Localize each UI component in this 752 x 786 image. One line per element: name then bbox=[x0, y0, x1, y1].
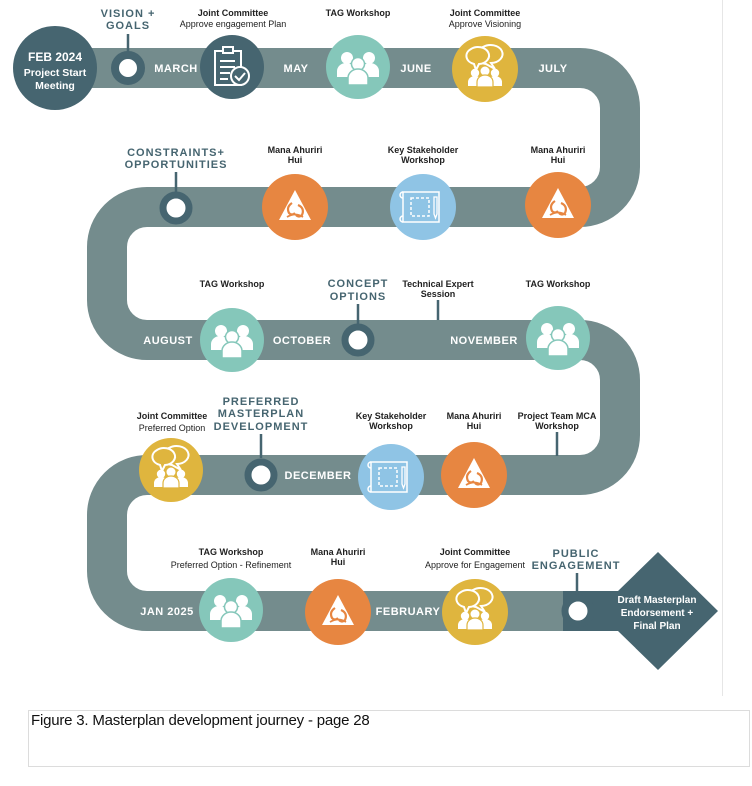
svg-text:Workshop: Workshop bbox=[401, 155, 445, 165]
svg-text:Hui: Hui bbox=[467, 421, 482, 431]
end-label-line2: Endorsement + bbox=[621, 608, 694, 619]
figure-caption: Figure 3. Masterplan development journey… bbox=[31, 712, 370, 729]
svg-text:Project Team MCA: Project Team MCA bbox=[518, 411, 597, 421]
event-mana-ahuriri-hui-4: Mana Ahuriri Hui bbox=[305, 547, 371, 645]
start-label-line3: Meeting bbox=[35, 80, 75, 92]
svg-text:CONCEPT: CONCEPT bbox=[328, 278, 389, 290]
page-edge-line bbox=[722, 0, 723, 696]
phase-constraints-opportunities: CONSTRAINTS+ OPPORTUNITIES bbox=[125, 147, 228, 225]
month-june: JUNE bbox=[400, 63, 431, 75]
svg-text:Mana Ahuriri: Mana Ahuriri bbox=[311, 547, 366, 557]
start-label-line1: FEB 2024 bbox=[28, 50, 82, 64]
month-december: DECEMBER bbox=[285, 470, 352, 482]
event-mana-ahuriri-hui-1: Mana Ahuriri Hui bbox=[262, 145, 328, 240]
event-tag-workshop-4: TAG Workshop Preferred Option - Refineme… bbox=[171, 547, 292, 642]
end-label-line3: Final Plan bbox=[633, 621, 680, 632]
svg-text:Workshop: Workshop bbox=[369, 421, 413, 431]
svg-text:Preferred Option: Preferred Option bbox=[139, 423, 206, 433]
svg-text:TAG Workshop: TAG Workshop bbox=[200, 279, 265, 289]
milestone-ring bbox=[159, 191, 193, 225]
svg-text:Mana Ahuriri: Mana Ahuriri bbox=[531, 145, 586, 155]
month-november: NOVEMBER bbox=[450, 335, 518, 347]
event-key-stakeholder-workshop-2: Key Stakeholder Workshop bbox=[356, 411, 427, 510]
svg-text:Approve for Engagement: Approve for Engagement bbox=[425, 560, 526, 570]
svg-text:MASTERPLAN: MASTERPLAN bbox=[218, 408, 304, 420]
svg-text:Joint Committee: Joint Committee bbox=[198, 8, 269, 18]
month-july: JULY bbox=[538, 63, 567, 75]
svg-text:OPPORTUNITIES: OPPORTUNITIES bbox=[125, 159, 228, 171]
start-label-line2: Project Start bbox=[24, 67, 87, 79]
svg-text:Hui: Hui bbox=[331, 557, 346, 567]
event-tag-workshop-2: TAG Workshop bbox=[200, 279, 265, 372]
svg-text:Mana Ahuriri: Mana Ahuriri bbox=[447, 411, 502, 421]
milestone-ring bbox=[561, 594, 595, 628]
milestone-ring bbox=[341, 323, 375, 357]
month-jan-2025: JAN 2025 bbox=[140, 606, 194, 618]
event-tag-workshop-3: TAG Workshop bbox=[526, 279, 591, 370]
svg-text:Hui: Hui bbox=[288, 155, 303, 165]
svg-text:PREFERRED: PREFERRED bbox=[223, 396, 300, 408]
svg-text:Preferred Option - Refinement: Preferred Option - Refinement bbox=[171, 560, 292, 570]
phase-public-engagement: PUBLIC ENGAGEMENT bbox=[532, 548, 621, 628]
svg-text:ENGAGEMENT: ENGAGEMENT bbox=[532, 560, 621, 572]
milestone-ring bbox=[244, 458, 278, 492]
event-jc-approve-engagement: Joint Committee Approve for Engagement bbox=[425, 547, 526, 645]
end-arrow: Draft Masterplan Endorsement + Final Pla… bbox=[563, 552, 718, 670]
svg-text:DEVELOPMENT: DEVELOPMENT bbox=[214, 421, 309, 433]
masterplan-journey-diagram: Draft Masterplan Endorsement + Final Pla… bbox=[13, 8, 718, 670]
month-february: FEBRUARY bbox=[376, 606, 441, 618]
svg-text:Session: Session bbox=[421, 289, 456, 299]
svg-text:Joint Committee: Joint Committee bbox=[137, 411, 208, 421]
caption-box: Figure 3. Masterplan development journey… bbox=[28, 710, 750, 767]
event-mana-ahuriri-hui-2: Mana Ahuriri Hui bbox=[525, 145, 591, 238]
event-jc-preferred-option: Joint Committee Preferred Option bbox=[137, 411, 208, 502]
svg-text:Hui: Hui bbox=[551, 155, 566, 165]
start-milestone: FEB 2024 Project Start Meeting bbox=[13, 26, 97, 110]
event-jc-approve-plan: Joint Committee Approve engagement Plan bbox=[180, 8, 287, 99]
svg-text:VISION +: VISION + bbox=[101, 8, 156, 20]
month-october: OCTOBER bbox=[273, 335, 331, 347]
svg-text:Key Stakeholder: Key Stakeholder bbox=[356, 411, 427, 421]
month-march: MARCH bbox=[154, 63, 197, 75]
svg-text:Joint Committee: Joint Committee bbox=[450, 8, 521, 18]
event-jc-approve-visioning: Joint Committee Approve Visioning bbox=[449, 8, 521, 102]
svg-text:OPTIONS: OPTIONS bbox=[330, 291, 387, 303]
svg-text:Mana Ahuriri: Mana Ahuriri bbox=[268, 145, 323, 155]
event-technical-expert-session: Technical Expert Session bbox=[402, 279, 474, 320]
svg-text:Technical Expert: Technical Expert bbox=[402, 279, 473, 289]
event-key-stakeholder-workshop-1: Key Stakeholder Workshop bbox=[388, 145, 459, 240]
month-may: MAY bbox=[284, 63, 309, 75]
svg-text:TAG Workshop: TAG Workshop bbox=[199, 547, 264, 557]
svg-text:Joint Committee: Joint Committee bbox=[440, 547, 511, 557]
svg-text:TAG Workshop: TAG Workshop bbox=[526, 279, 591, 289]
event-tag-workshop-1: TAG Workshop bbox=[326, 8, 391, 99]
svg-text:Approve Visioning: Approve Visioning bbox=[449, 19, 521, 29]
phase-vision-goals: VISION + GOALS bbox=[101, 8, 156, 85]
milestone-ring bbox=[111, 51, 145, 85]
phase-preferred-masterplan-development: PREFERRED MASTERPLAN DEVELOPMENT bbox=[214, 396, 309, 492]
end-label-line1: Draft Masterplan bbox=[618, 595, 697, 606]
svg-text:Approve engagement Plan: Approve engagement Plan bbox=[180, 19, 287, 29]
event-project-team-mca-workshop: Project Team MCA Workshop bbox=[518, 411, 597, 456]
svg-text:GOALS: GOALS bbox=[106, 20, 150, 32]
event-mana-ahuriri-hui-3: Mana Ahuriri Hui bbox=[441, 411, 507, 508]
phase-concept-options: CONCEPT OPTIONS bbox=[328, 278, 389, 357]
svg-text:PUBLIC: PUBLIC bbox=[553, 548, 600, 560]
svg-text:Workshop: Workshop bbox=[535, 421, 579, 431]
svg-text:Key Stakeholder: Key Stakeholder bbox=[388, 145, 459, 155]
svg-text:TAG Workshop: TAG Workshop bbox=[326, 8, 391, 18]
month-august: AUGUST bbox=[143, 335, 192, 347]
svg-text:CONSTRAINTS+: CONSTRAINTS+ bbox=[127, 147, 225, 159]
